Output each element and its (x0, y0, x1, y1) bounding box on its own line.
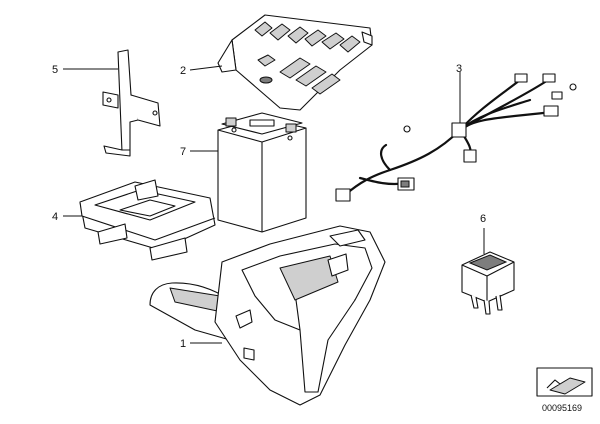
callout-5: 5 (52, 64, 58, 76)
leader-lines (63, 65, 485, 344)
callout-2: 2 (180, 65, 186, 77)
part-2-battery-cover[interactable] (217, 14, 373, 111)
part-6-relay[interactable] (461, 251, 515, 315)
callout-7: 7 (180, 146, 186, 158)
part-7-battery[interactable] (217, 112, 307, 233)
part-5-bracket[interactable] (102, 49, 161, 157)
part-3-wiring-harness[interactable] (335, 73, 577, 202)
callout-3: 3 (456, 63, 462, 75)
part-1-storage-compartment[interactable] (149, 225, 386, 406)
callout-1: 1 (180, 338, 186, 350)
callout-4: 4 (52, 211, 58, 223)
drawing-reference-frame (536, 367, 593, 397)
drawing-number: 00095169 (542, 403, 582, 413)
callout-6: 6 (480, 213, 486, 225)
part-4-battery-tray[interactable] (79, 179, 216, 261)
